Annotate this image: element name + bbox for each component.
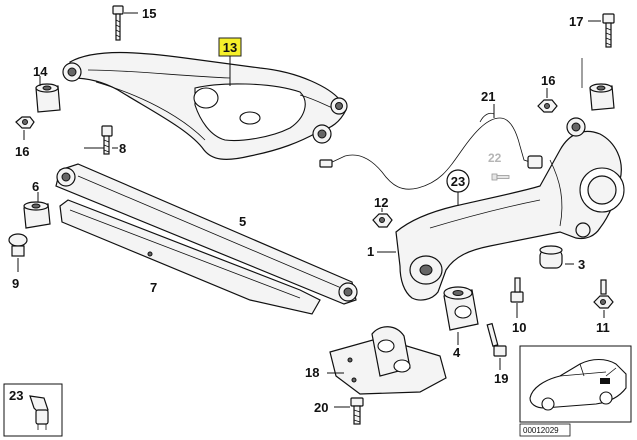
callout-16-left[interactable]: 16 bbox=[15, 144, 29, 159]
part-5-trailing-arm[interactable] bbox=[55, 163, 358, 305]
part-6-bushing[interactable] bbox=[23, 201, 51, 229]
part-9-stud[interactable] bbox=[8, 233, 28, 257]
part-16-nut-left[interactable] bbox=[15, 116, 35, 129]
part-2-bushing[interactable] bbox=[589, 83, 615, 111]
inset-callout-23: 23 bbox=[9, 388, 23, 403]
callout-10[interactable]: 10 bbox=[512, 320, 526, 335]
callout-23[interactable]: 23 bbox=[451, 174, 465, 189]
callout-20[interactable]: 20 bbox=[314, 400, 328, 415]
part-10-bolt[interactable] bbox=[510, 277, 524, 303]
callout-7[interactable]: 7 bbox=[150, 280, 157, 295]
part-15-bolt[interactable] bbox=[112, 5, 124, 41]
callout-15[interactable]: 15 bbox=[142, 6, 156, 21]
callout-12[interactable]: 12 bbox=[374, 195, 388, 210]
part-13-control-arm[interactable] bbox=[62, 51, 348, 160]
part-1-wheel-carrier[interactable] bbox=[395, 117, 625, 301]
part-3-bushing[interactable] bbox=[539, 245, 563, 269]
part-22-screw-inactive[interactable] bbox=[491, 173, 510, 181]
callout-14[interactable]: 14 bbox=[33, 64, 48, 79]
part-11-nut[interactable] bbox=[593, 279, 614, 309]
callout-8[interactable]: 8 bbox=[119, 141, 126, 156]
callout-18[interactable]: 18 bbox=[305, 365, 319, 380]
callout-9[interactable]: 9 bbox=[12, 276, 19, 291]
callout-16-right[interactable]: 16 bbox=[541, 73, 555, 88]
callout-3[interactable]: 3 bbox=[578, 257, 585, 272]
car-location-inset[interactable]: 00012029 bbox=[519, 345, 632, 434]
callout-6[interactable]: 6 bbox=[32, 179, 39, 194]
callout-11[interactable]: 11 bbox=[596, 320, 610, 335]
callout-1[interactable]: 1 bbox=[367, 244, 374, 259]
callout-21[interactable]: 21 bbox=[481, 89, 495, 104]
part-7-cover[interactable] bbox=[59, 199, 321, 315]
part-21-sensor-cable[interactable] bbox=[319, 112, 543, 190]
clip-inset[interactable]: 23 bbox=[3, 383, 63, 437]
part-4-bushing[interactable] bbox=[443, 286, 479, 331]
part-18-mount-bracket[interactable] bbox=[329, 326, 447, 395]
part-20-bolt[interactable] bbox=[350, 397, 364, 425]
part-16-nut-right[interactable] bbox=[537, 99, 558, 113]
part-8-bolt[interactable] bbox=[101, 125, 113, 155]
callout-17[interactable]: 17 bbox=[569, 14, 583, 29]
clip-icon bbox=[29, 395, 49, 430]
part-12-nut[interactable] bbox=[372, 213, 393, 228]
car-location-icon bbox=[529, 358, 627, 411]
callout-13[interactable]: 13 bbox=[223, 40, 237, 55]
part-14-bushing[interactable] bbox=[35, 83, 61, 113]
callout-22[interactable]: 22 bbox=[488, 151, 502, 165]
callout-4[interactable]: 4 bbox=[453, 345, 461, 360]
callout-19[interactable]: 19 bbox=[494, 371, 508, 386]
callout-5[interactable]: 5 bbox=[239, 214, 246, 229]
part-17-bolt[interactable] bbox=[602, 13, 615, 48]
diagram-code-label: 00012029 bbox=[523, 426, 559, 435]
part-19-bolt[interactable] bbox=[486, 322, 507, 357]
